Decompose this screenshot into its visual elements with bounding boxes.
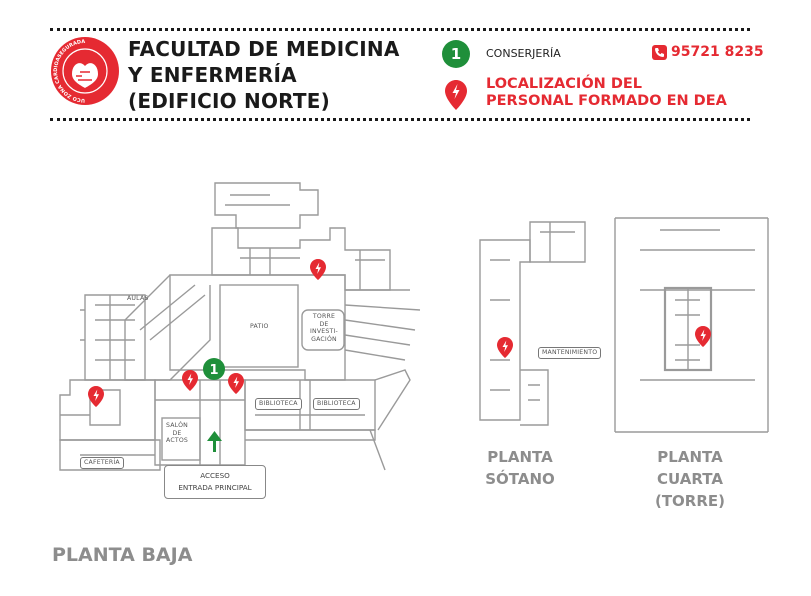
planta-baja-plan (59, 182, 421, 471)
cardio-zone-logo: UCO ZONA CARDIOASEGURADA (51, 37, 119, 105)
dea-location-pin-icon (445, 80, 467, 110)
page-title: FACULTAD DE MEDICINA Y ENFERMERÍA (EDIFI… (128, 37, 400, 113)
conserjeria-map-badge (203, 358, 225, 380)
label-planta-cuarta: PLANTA CUARTA (TORRE) (654, 448, 726, 510)
phone-contact: 95721 8235 (652, 44, 764, 60)
planta-cuarta-plan (614, 217, 769, 433)
dea-legend-label: LOCALIZACIÓN DEL PERSONAL FORMADO EN DEA (486, 76, 727, 109)
room-cafeteria: CAFETERÍA (80, 457, 124, 469)
phone-icon (652, 44, 667, 60)
dea-marker-conserjeria (228, 373, 244, 394)
top-dotted-divider (50, 28, 750, 31)
label-planta-sotano: PLANTA SÓTANO (485, 448, 555, 488)
room-aulas: AULAS (127, 295, 149, 302)
room-mantenimiento: MANTENIMIENTO (538, 347, 602, 359)
room-patio: PATIO (250, 323, 269, 330)
room-biblioteca-2: BIBLIOTECA (313, 398, 360, 410)
dea-marker-cuarta (695, 326, 711, 347)
main-entrance-arrow (207, 431, 222, 452)
conserjeria-map-number: 1 (209, 363, 218, 378)
dea-marker-sotano (497, 337, 513, 358)
conserjeria-legend-badge: 1 (442, 40, 470, 68)
label-planta-baja: PLANTA BAJA (52, 544, 193, 566)
conserjeria-legend-label: CONSERJERÍA (486, 47, 561, 60)
acceso-entrada-principal: ACCESO ENTRADA PRINCIPAL (164, 465, 266, 499)
dea-marker-upper (310, 259, 326, 280)
phone-number: 95721 8235 (671, 44, 764, 60)
room-salon-actos: SALÓN DE ACTOS (166, 422, 189, 444)
room-torre-investigacion: TORRE DE INVESTI- GACIÓN (310, 313, 338, 343)
planta-sotano-plan (479, 221, 586, 426)
bottom-dotted-divider (50, 118, 750, 121)
dea-marker-center (182, 370, 198, 391)
room-biblioteca-1: BIBLIOTECA (255, 398, 302, 410)
